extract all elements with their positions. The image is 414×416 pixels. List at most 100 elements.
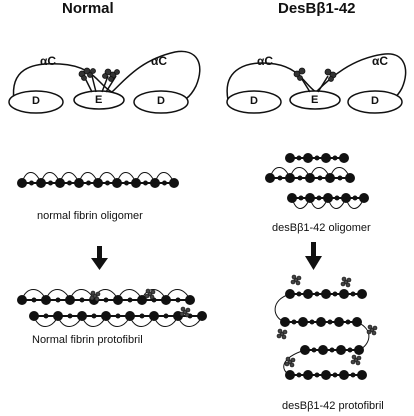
- arrow-down-desb: [305, 242, 322, 270]
- fibrinopeptide-blob: [371, 330, 377, 336]
- fibrinopeptide-blob: [291, 274, 297, 280]
- domain-e-node: [67, 313, 73, 319]
- domain-e-node: [162, 180, 167, 186]
- domain-e-node: [31, 297, 37, 303]
- desb-protofibril-zigzag: [274, 274, 378, 380]
- domain-e-node: [86, 180, 91, 186]
- arrow-down-normal: [91, 246, 108, 270]
- domain-e-node: [139, 313, 145, 319]
- alpha-c-loop-left: [12, 62, 113, 101]
- domain-e-node: [329, 347, 335, 353]
- domain-e-node: [291, 319, 297, 325]
- domain-d-node: [318, 345, 328, 355]
- domain-d-node: [339, 153, 349, 163]
- domain-e-node: [124, 180, 129, 186]
- fibrinopeptide-blob: [367, 324, 373, 330]
- domain-e-node: [345, 319, 351, 325]
- alpha-c-arc: [97, 172, 118, 184]
- alpha-c-arc: [105, 315, 131, 327]
- label-alpha-c-normal-left: αC: [40, 54, 57, 68]
- alpha-c-arc: [153, 315, 179, 327]
- alpha-c-arc: [21, 289, 47, 301]
- label-d-desb-left: D: [250, 95, 258, 107]
- domain-e-node: [43, 313, 49, 319]
- domain-e-node: [67, 180, 72, 186]
- alpha-c-loop-left: [226, 62, 317, 101]
- domain-e-node: [316, 195, 322, 201]
- domain-e-node: [314, 155, 320, 161]
- domain-e-node: [143, 180, 148, 186]
- domain-e-node: [298, 195, 304, 201]
- label-alpha-c-desb-left: αC: [257, 54, 274, 68]
- domain-d-node: [303, 153, 313, 163]
- domain-e-node: [115, 313, 121, 319]
- fibrinopeptide-blob: [350, 359, 356, 365]
- domain-e-node: [332, 155, 338, 161]
- fibrinopeptide-blob: [289, 362, 295, 368]
- strand-connector: [274, 293, 370, 376]
- fibrinopeptide-blob: [150, 289, 156, 295]
- domain-e-node: [314, 291, 320, 297]
- label-d-normal-right: D: [157, 95, 165, 107]
- fibrinopeptide-stalk-4: [105, 75, 117, 93]
- fibrinopeptide-blob: [340, 281, 346, 287]
- alpha-c-arc: [135, 172, 156, 184]
- fibrinopeptide-blob: [179, 311, 185, 317]
- fibrinopeptide-blob: [282, 329, 288, 335]
- header-desb: DesBβ1-42: [278, 0, 356, 17]
- label-d-desb-right: D: [371, 95, 379, 107]
- domain-e-node: [296, 155, 302, 161]
- domain-e-node: [103, 297, 109, 303]
- normal-oligomer-chain: [17, 172, 179, 188]
- domain-e-node: [127, 297, 133, 303]
- domain-d-node: [321, 153, 331, 163]
- alpha-c-arc: [21, 172, 42, 184]
- alpha-c-arc: [45, 289, 71, 301]
- fibrinogen-molecule-normal: [8, 50, 201, 114]
- domain-d-node: [303, 289, 313, 299]
- fibrinopeptide-blob: [284, 361, 290, 367]
- fibrinopeptide-blob: [144, 293, 150, 299]
- alpha-c-arc: [81, 315, 107, 327]
- fibrinopeptide-blob: [277, 328, 283, 334]
- domain-e: [289, 90, 341, 110]
- label-e-normal: E: [95, 94, 103, 106]
- caption-desb-oligomer: desBβ1-42 oligomer: [272, 222, 371, 234]
- caption-normal-oligomer: normal fibrin oligomer: [37, 210, 143, 222]
- alpha-c-arc: [309, 167, 331, 179]
- domain-e-node: [332, 291, 338, 297]
- alpha-c-arc: [116, 172, 137, 184]
- fibrinopeptide-stalk-2: [317, 75, 329, 93]
- alpha-c-arc: [40, 172, 61, 184]
- domain-e-node: [296, 291, 302, 297]
- fibrinogen-molecule-desb: [226, 53, 407, 114]
- domain-e-node: [91, 313, 97, 319]
- alpha-c-arc: [291, 197, 311, 209]
- alpha-c-arc: [141, 289, 167, 301]
- alpha-c-arc: [59, 172, 80, 184]
- domain-d-left: [8, 90, 64, 114]
- alpha-c-arc: [117, 289, 143, 301]
- domain-d-node: [357, 289, 367, 299]
- fibrinopeptide-blob: [95, 291, 101, 297]
- caption-normal-protofibril: Normal fibrin protofibril: [32, 334, 143, 346]
- domain-e-node: [297, 175, 303, 181]
- fibrinopeptide-stalk-3: [101, 75, 109, 93]
- alpha-c-arc: [269, 167, 291, 179]
- alpha-c-arc: [309, 197, 329, 209]
- domain-e-node: [327, 319, 333, 325]
- domain-e-node: [163, 313, 169, 319]
- domain-d-node: [336, 345, 346, 355]
- fibrinopeptide-blob: [295, 280, 301, 286]
- domain-e-node: [350, 372, 356, 378]
- domain-e-node: [337, 175, 343, 181]
- domain-d-node: [339, 370, 349, 380]
- fibrinopeptide-blob: [180, 306, 186, 312]
- domain-d-node: [285, 153, 295, 163]
- fibrinopeptide-blob: [372, 325, 378, 331]
- domain-d-node: [357, 370, 367, 380]
- domain-d-right: [133, 90, 189, 114]
- fibrinopeptide-blob: [345, 282, 351, 288]
- fibrinopeptide-blob: [356, 355, 362, 361]
